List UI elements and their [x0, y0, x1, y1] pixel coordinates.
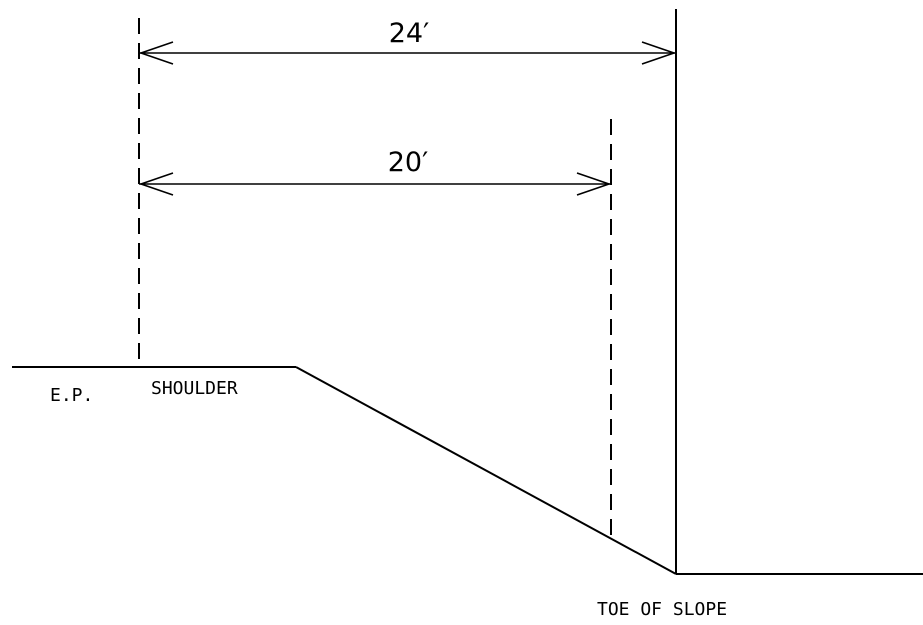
- inner-dimension-line: [138, 172, 612, 196]
- outer-dimension-left-arrow: [138, 41, 174, 65]
- inner-dimension-label: 20′: [388, 147, 429, 178]
- outer-dimension-line: [138, 41, 677, 65]
- slope-line: [295, 366, 677, 575]
- inner-dimension-right-arrow: [576, 172, 612, 196]
- outer-dimension-label: 24′: [389, 18, 430, 49]
- edge-of-pavement-label: E.P.: [50, 385, 93, 406]
- inner-dimension-left-arrow: [138, 172, 174, 196]
- shoulder-label: SHOULDER: [151, 378, 238, 399]
- toe-of-slope-label: TOE OF SLOPE: [597, 599, 727, 620]
- outer-dimension-right-arrow: [641, 41, 677, 65]
